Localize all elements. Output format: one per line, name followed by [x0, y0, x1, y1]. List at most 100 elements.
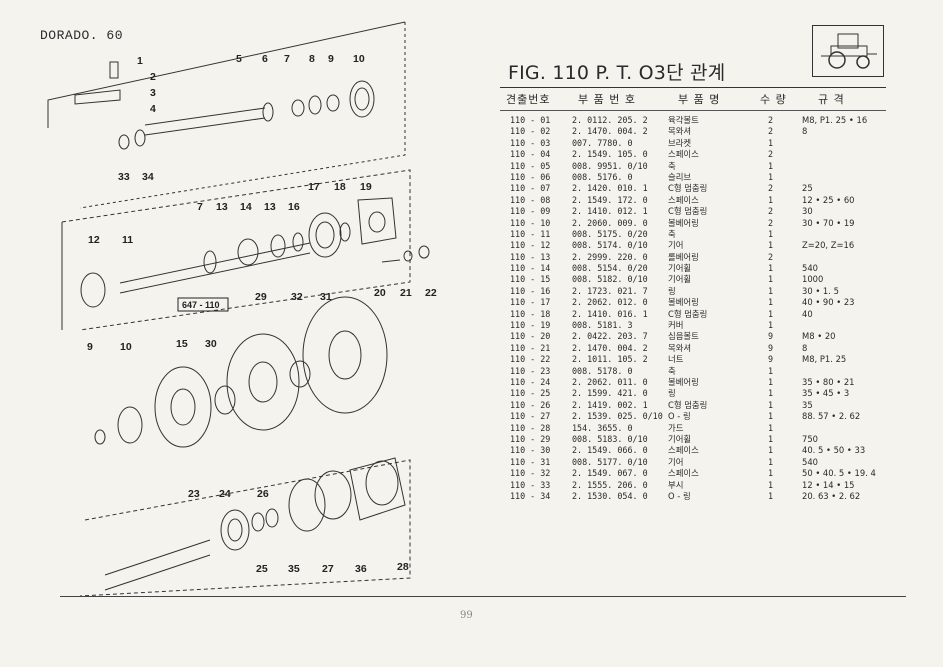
row-spec: 25 [802, 183, 813, 194]
callout-30: 30 [205, 338, 217, 350]
row-index: 110 - 13 [510, 251, 551, 262]
row-part-name: 롤베어링 [668, 251, 699, 262]
row-quantity: 9 [768, 331, 774, 342]
row-part-number: 2. 1470. 004. 2 [572, 126, 648, 137]
row-part-name: 스페이스 [668, 194, 699, 205]
row-part-number: 2. 2062. 012. 0 [572, 297, 648, 308]
row-index: 110 - 22 [510, 354, 551, 365]
row-part-number: 2. 1549. 172. 0 [572, 194, 648, 205]
callout-7b: 7 [197, 201, 203, 213]
row-part-name: 가드 [668, 422, 684, 433]
row-part-name: 커버 [668, 320, 684, 331]
row-part-number: 008. 5174. 0/10 [572, 240, 648, 251]
row-index: 110 - 17 [510, 297, 551, 308]
row-quantity: 2 [768, 251, 774, 262]
row-quantity: 1 [768, 422, 774, 433]
callout-31: 31 [320, 291, 332, 303]
col-header-index: 견출번호 [506, 93, 551, 106]
row-quantity: 1 [768, 433, 774, 444]
row-part-number: 2. 1599. 421. 0 [572, 388, 648, 399]
row-quantity: 1 [768, 411, 774, 422]
callout-14: 14 [240, 201, 252, 213]
row-index: 110 - 04 [510, 149, 551, 160]
row-index: 110 - 27 [510, 411, 551, 422]
row-quantity: 9 [768, 354, 774, 365]
callout-7: 7 [284, 53, 290, 65]
row-index: 110 - 33 [510, 479, 551, 490]
row-index: 110 - 02 [510, 126, 551, 137]
row-part-name: 기어휠 [668, 433, 692, 444]
row-spec: 30 • 1. 5 [802, 285, 839, 296]
reference-box-label: 647 - 110 [182, 300, 220, 310]
callout-26: 26 [257, 488, 269, 500]
row-quantity: 1 [768, 285, 774, 296]
row-spec: 40. 5 • 50 • 33 [802, 445, 866, 456]
row-part-name: 축 [668, 160, 676, 171]
row-quantity: 1 [768, 297, 774, 308]
row-part-number: 2. 1011. 105. 2 [572, 354, 648, 365]
callout-10b: 10 [120, 341, 132, 353]
row-part-name: C형 멈춤링 [668, 206, 708, 217]
row-part-number: 2. 1420. 010. 1 [572, 183, 648, 194]
row-part-number: 2. 2999. 220. 0 [572, 251, 648, 262]
row-spec: 30 [802, 206, 813, 217]
row-part-name: 축 [668, 365, 676, 376]
row-spec: 750 [802, 433, 818, 444]
row-part-name: 스페이스 [668, 149, 699, 160]
row-part-name: 스페이스 [668, 445, 699, 456]
callout-34: 34 [142, 171, 154, 183]
row-spec: M8, P1. 25 • 16 [802, 115, 868, 125]
row-quantity: 2 [768, 183, 774, 194]
callout-29: 29 [255, 291, 267, 303]
row-part-number: 008. 5175. 0/20 [572, 228, 648, 239]
row-index: 110 - 30 [510, 445, 551, 456]
callout-25: 25 [256, 563, 268, 575]
row-index: 110 - 23 [510, 365, 551, 376]
row-index: 110 - 29 [510, 433, 551, 444]
row-part-name: 링 [668, 285, 676, 296]
row-part-name: 기어 [668, 240, 684, 251]
table-row: 110 - 13 2. 2999. 220. 0 롤베어링 2 [500, 252, 886, 263]
row-part-name: C형 멈춤링 [668, 183, 708, 194]
callout-6: 6 [262, 53, 268, 65]
callout-8: 8 [309, 53, 315, 65]
row-part-number: 2. 1549. 067. 0 [572, 468, 648, 479]
row-part-name: 볼베어링 [668, 217, 699, 228]
row-spec: 88. 57 • 2. 62 [802, 411, 861, 422]
row-part-name: 목와셔 [668, 126, 692, 137]
row-part-number: 2. 1410. 012. 1 [572, 206, 648, 217]
callout-16: 16 [288, 201, 300, 213]
row-part-name: 기어휠 [668, 274, 692, 285]
row-part-name: 링 [668, 388, 676, 399]
row-index: 110 - 24 [510, 376, 551, 387]
callout-15: 15 [176, 338, 188, 350]
row-part-number: 2. 1530. 054. 0 [572, 490, 648, 501]
row-quantity: 1 [768, 320, 774, 331]
row-quantity: 1 [768, 468, 774, 479]
row-part-number: 2. 1419. 002. 1 [572, 399, 648, 410]
row-quantity: 2 [768, 217, 774, 228]
callout-5: 5 [236, 53, 242, 65]
row-index: 110 - 05 [510, 160, 551, 171]
callout-33: 33 [118, 171, 130, 183]
bottom-rule [60, 596, 906, 597]
row-part-number: 008. 5154. 0/20 [572, 263, 648, 274]
row-part-number: 008. 5181. 3 [572, 320, 633, 331]
row-quantity: 2 [768, 126, 774, 137]
row-quantity: 1 [768, 445, 774, 456]
reference-box [177, 297, 229, 312]
callout-18: 18 [334, 181, 346, 193]
row-spec: 35 • 80 • 21 [802, 376, 855, 387]
row-index: 110 - 14 [510, 263, 551, 274]
